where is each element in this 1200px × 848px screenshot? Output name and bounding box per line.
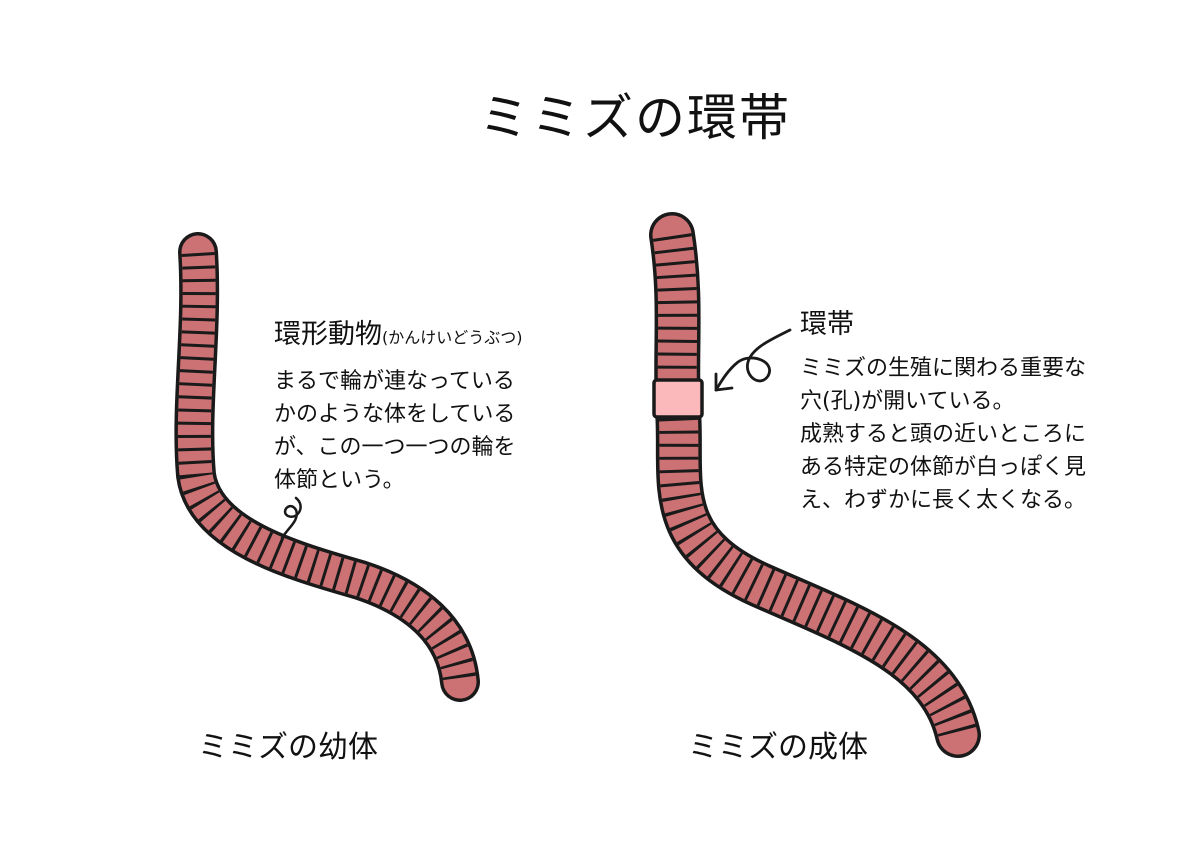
left-annotation-reading: (かんけいどうぶつ) bbox=[382, 328, 523, 347]
left-annotation-heading: 環形動物 bbox=[274, 319, 382, 350]
clitellum-arrow bbox=[714, 328, 792, 392]
left-annotation-line: 体節という。 bbox=[274, 468, 405, 493]
segment-pointer-curl bbox=[280, 496, 302, 540]
right-annotation-line: ミミズの生殖に関わる重要な bbox=[800, 356, 1087, 381]
left-annotation-line: まるで輪が連なっている bbox=[274, 369, 515, 394]
adult-worm bbox=[654, 235, 958, 735]
page-title: ミミズの環帯 bbox=[479, 89, 791, 147]
clitellum-band bbox=[652, 378, 704, 419]
left-annotation-line: かのような体をしている bbox=[274, 402, 516, 427]
left-annotation-line: が、この一つ一つの輪を bbox=[274, 435, 516, 460]
right-annotation-heading: 環帯 bbox=[800, 309, 854, 340]
right-annotation-line: え、わずかに長く太くなる。 bbox=[800, 488, 1087, 513]
right-annotation-body: ミミズの生殖に関わる重要な 穴(孔)が開いている。 成熟すると頭の近いところに … bbox=[800, 352, 1086, 517]
adult-caption: ミミズの成体 bbox=[688, 730, 868, 765]
right-annotation-line: 穴(孔)が開いている。 bbox=[800, 389, 1015, 414]
juvenile-caption: ミミズの幼体 bbox=[198, 730, 378, 765]
right-annotation-line: 成熟すると頭の近いところに bbox=[800, 422, 1087, 447]
left-annotation-heading-line: 環形動物(かんけいどうぶつ) bbox=[274, 318, 523, 354]
right-annotation-line: ある特定の体節が白っぽく見 bbox=[800, 455, 1087, 480]
left-annotation-body: まるで輪が連なっている かのような体をしている が、この一つ一つの輪を 体節とい… bbox=[274, 365, 516, 497]
